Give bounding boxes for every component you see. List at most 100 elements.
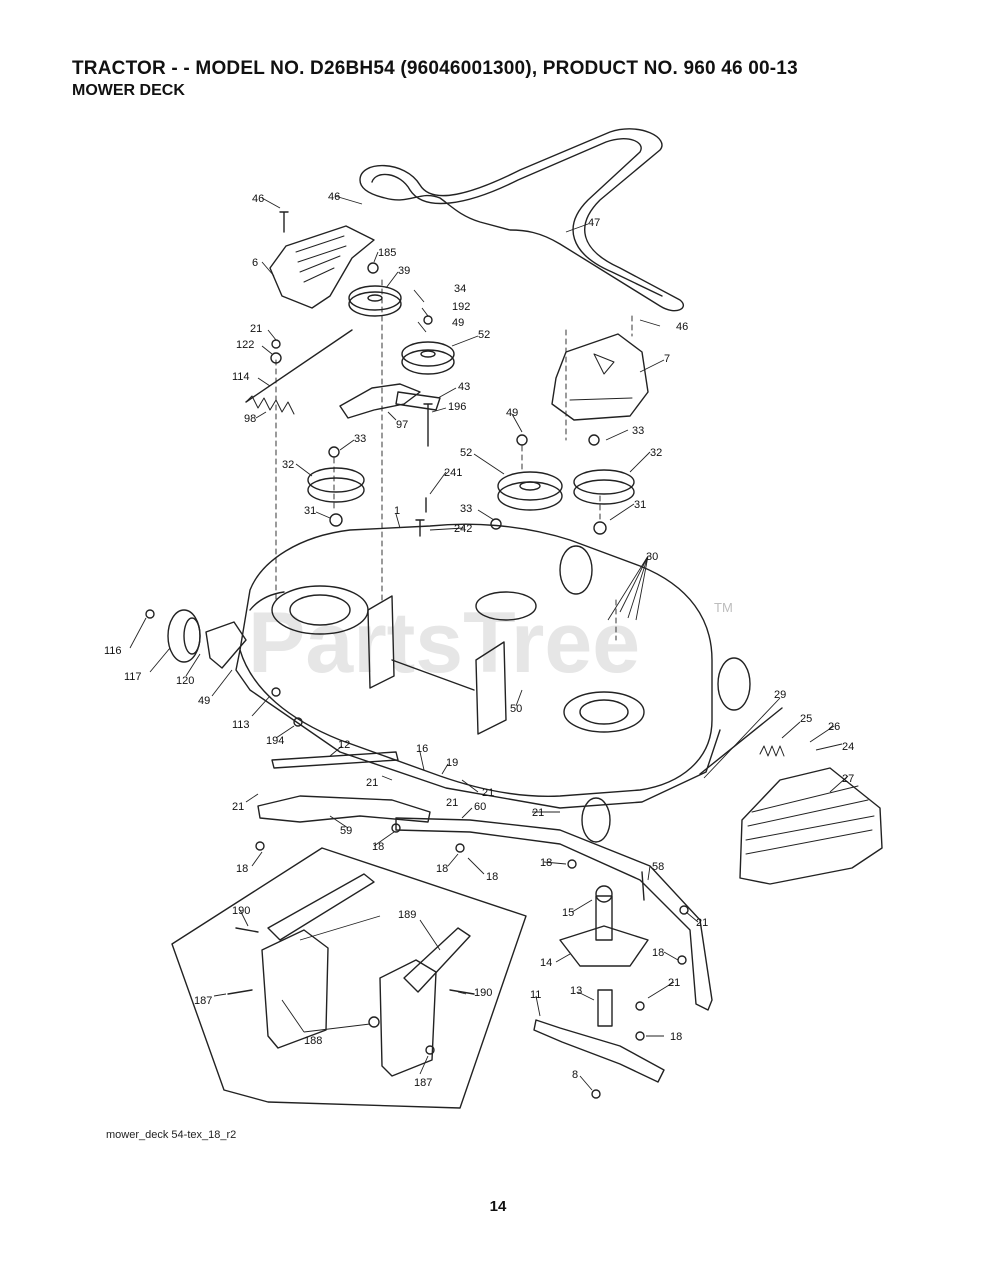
callout-label: 1: [394, 505, 400, 517]
discharge-chute: [739, 767, 883, 885]
gauge-wheel-rear-left: [559, 545, 593, 595]
callout-label: 32: [282, 459, 294, 471]
callout-label: 26: [828, 721, 840, 733]
callout-label: 12: [338, 739, 350, 751]
nut-21-b: [635, 1001, 645, 1011]
bolt-194: [293, 717, 303, 727]
deck-arrow-line: [391, 659, 475, 691]
center-pulley-52-hub: [519, 481, 541, 491]
deck-plate-right: [379, 959, 437, 1077]
callout-label: 32: [650, 447, 662, 459]
callout-label: 18: [236, 863, 248, 875]
callout-label: 52: [460, 447, 472, 459]
discharge-chute-ribs: [745, 785, 875, 855]
callout-label: 18: [652, 947, 664, 959]
callout-label: 58: [652, 861, 664, 873]
idler-pulley-39: [348, 285, 402, 311]
nut-8: [591, 1089, 601, 1099]
nut-33-c: [588, 434, 600, 446]
nut-18-b: [391, 823, 401, 833]
nut-33-a: [328, 446, 340, 458]
nut-187-right: [425, 1045, 435, 1055]
callout-label: 98: [244, 413, 256, 425]
gauge-wheel-right: [717, 657, 751, 711]
callout-label: 97: [396, 419, 408, 431]
nut-18-d: [567, 859, 577, 869]
front-link-12: [271, 751, 399, 769]
deck-bracket-left: [367, 595, 395, 689]
rear-link-58: [641, 871, 645, 901]
gauge-wheel-bracket-120: [205, 621, 247, 669]
nut-192: [423, 315, 433, 325]
idler-pulley-52-upper-hub: [420, 350, 436, 358]
chute-rod-29: [699, 707, 783, 775]
callout-label: 18: [670, 1031, 682, 1043]
deck-spindle-opening-right: [563, 691, 645, 733]
nut-18-f: [635, 1031, 645, 1041]
idler-bracket-43: [395, 391, 441, 411]
bolt-242: [415, 519, 425, 537]
spindle-bearing-15: [595, 885, 613, 903]
callout-label: 33: [354, 433, 366, 445]
page-subtitle: MOWER DECK: [72, 82, 185, 99]
callout-label: 241: [444, 467, 462, 479]
callout-label: 120: [176, 675, 194, 687]
bolt-113: [271, 687, 281, 697]
callout-label: 15: [562, 907, 574, 919]
callout-label: 25: [800, 713, 812, 725]
callout-label: 185: [378, 247, 396, 259]
callout-label: 18: [372, 841, 384, 853]
drawing-file-tag: mower_deck 54-tex_18_r2: [106, 1129, 237, 1141]
idler-pulley-52-upper-rim: [401, 349, 455, 375]
nut-49-a: [516, 434, 528, 446]
callout-label: 52: [478, 329, 490, 341]
nut-18-a: [255, 841, 265, 851]
gauge-wheel-117-hub: [183, 617, 201, 655]
nut-185: [367, 262, 379, 274]
callout-label: 39: [398, 265, 410, 277]
callout-label: 49: [198, 695, 210, 707]
callout-label: 116: [104, 645, 122, 657]
nut-18-e: [677, 955, 687, 965]
callout-label: 13: [570, 985, 582, 997]
alignment-lines: [275, 279, 633, 641]
deck-spindle-opening-center: [475, 591, 537, 621]
callout-label: 114: [232, 371, 250, 383]
hanger-bracket-60: [395, 817, 713, 1011]
deck-plate-left: [261, 929, 329, 1049]
callout-label: 196: [448, 401, 466, 413]
page-title: TRACTOR - - MODEL NO. D26BH54 (960460013…: [72, 58, 798, 79]
inset-assembly-frame: [171, 847, 527, 1109]
callout-label: 18: [486, 871, 498, 883]
right-belt-cover: [551, 333, 649, 421]
deck-spring-98: [245, 395, 295, 415]
bolt-46-left: [279, 211, 289, 233]
callout-label: 49: [506, 407, 518, 419]
callout-label: 46: [252, 193, 264, 205]
callout-label: 47: [588, 217, 600, 229]
callout-label: 14: [540, 957, 552, 969]
spindle-pulley-32-left-rim: [307, 477, 365, 503]
callout-label: 16: [416, 743, 428, 755]
callout-labels: 46 46 47 6 185 39 34 192 49 52 46 7 21 1…: [104, 191, 854, 1089]
callout-label: 34: [454, 283, 466, 295]
bolt-116: [145, 609, 155, 619]
callout-label: 21: [668, 977, 680, 989]
callout-label: 7: [664, 353, 670, 365]
callout-label: 33: [460, 503, 472, 515]
bolt-187-left: [227, 989, 253, 995]
spindle-pulley-32-right: [573, 469, 635, 495]
bolt-190-right: [449, 989, 475, 995]
callout-label: 113: [232, 719, 250, 731]
idler-arm: [339, 383, 421, 419]
callout-label: 187: [414, 1077, 432, 1089]
callout-label: 8: [572, 1069, 578, 1081]
callout-label: 29: [774, 689, 786, 701]
mower-deck-housing: [239, 523, 713, 797]
lift-arm-189-b: [403, 927, 471, 993]
callout-label: 59: [340, 825, 352, 837]
callout-label: 6: [252, 257, 258, 269]
nut-33-b: [490, 518, 502, 530]
callout-label: 21: [446, 797, 458, 809]
